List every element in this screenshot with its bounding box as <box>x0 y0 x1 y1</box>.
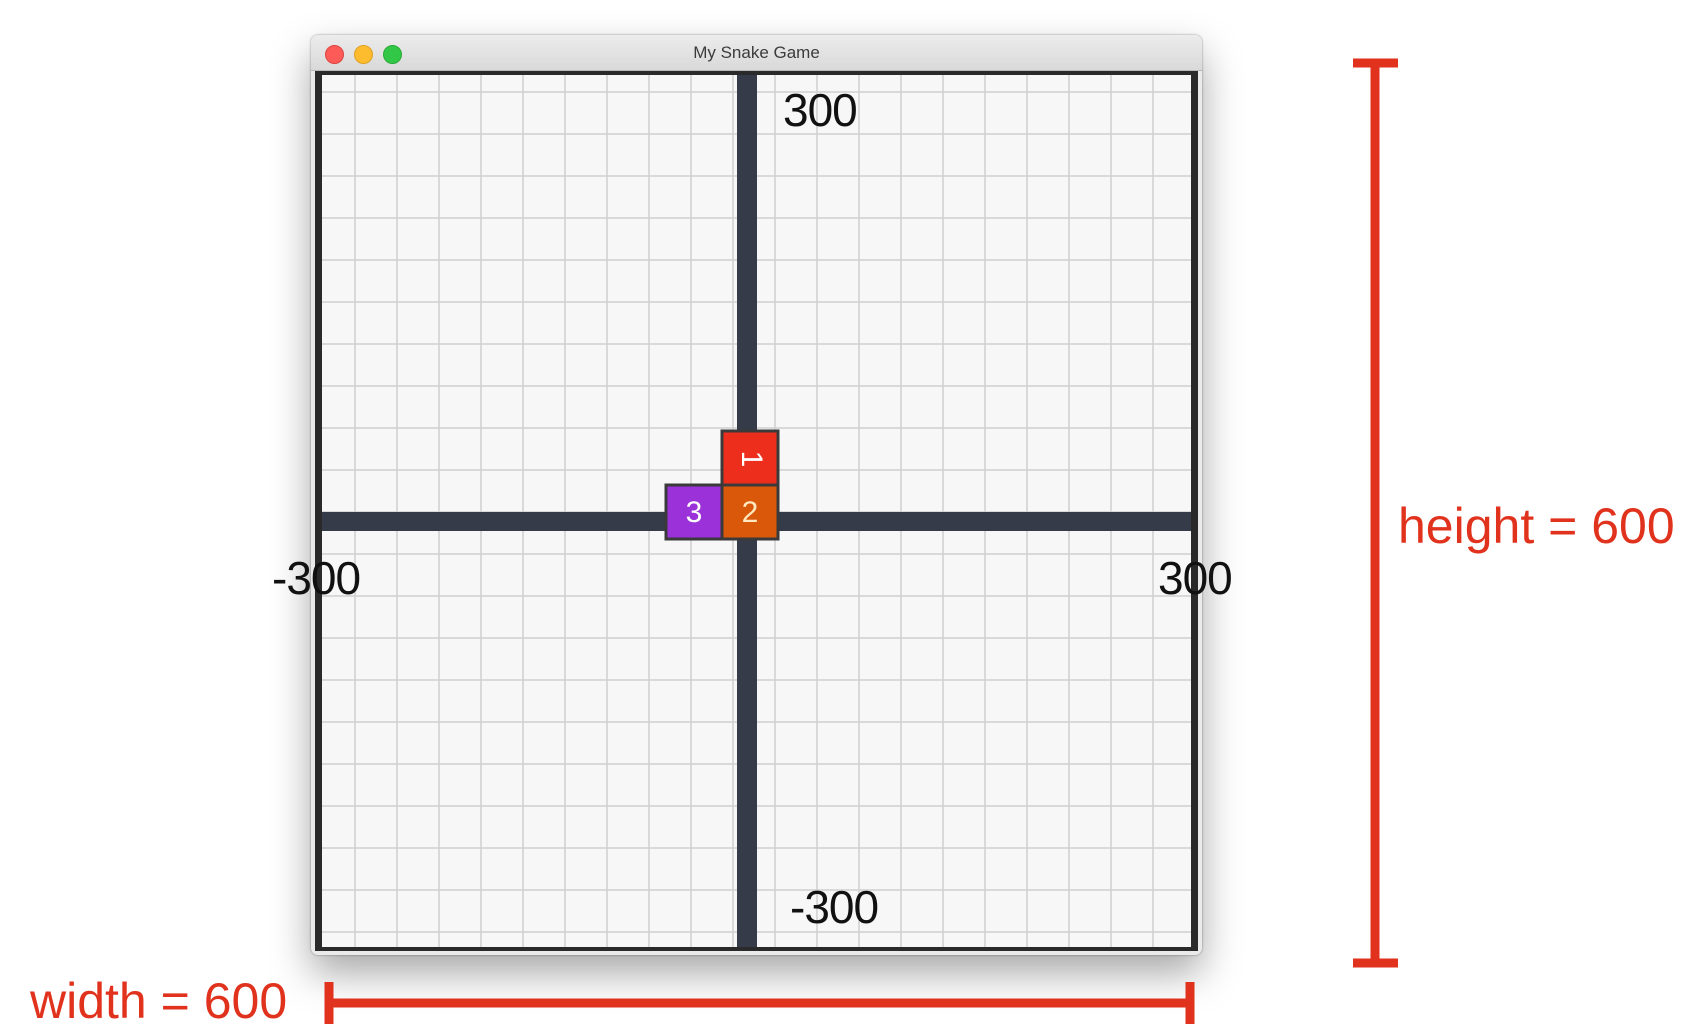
game-canvas-frame: 1 2 3 <box>315 71 1198 951</box>
snake-segment-3: 3 <box>664 483 724 541</box>
height-label: height = 600 <box>1398 498 1675 554</box>
game-window: My Snake Game 1 2 3 <box>311 35 1202 955</box>
width-label: width = 600 <box>30 973 288 1029</box>
game-canvas: 1 2 3 <box>322 75 1191 947</box>
snake-segment-1-label: 1 <box>735 451 768 468</box>
close-window-button[interactable] <box>325 45 344 64</box>
y-axis-top-label: 300 <box>783 84 858 136</box>
title-bar[interactable]: My Snake Game <box>311 35 1202 71</box>
snake-segment-2: 2 <box>720 483 780 541</box>
width-bracket <box>324 982 1195 1024</box>
y-axis-bottom-label: -300 <box>790 881 879 933</box>
window-title: My Snake Game <box>693 43 820 62</box>
height-bracket <box>1353 58 1398 968</box>
snake-segment-3-label: 3 <box>686 496 703 529</box>
x-axis-right-label: 300 <box>1158 552 1233 604</box>
minimize-window-button[interactable] <box>354 45 373 64</box>
snake-segment-2-label: 2 <box>742 496 759 529</box>
x-axis-left-label: -300 <box>272 552 361 604</box>
snake-segment-1: 1 <box>720 429 780 487</box>
maximize-window-button[interactable] <box>383 45 402 64</box>
